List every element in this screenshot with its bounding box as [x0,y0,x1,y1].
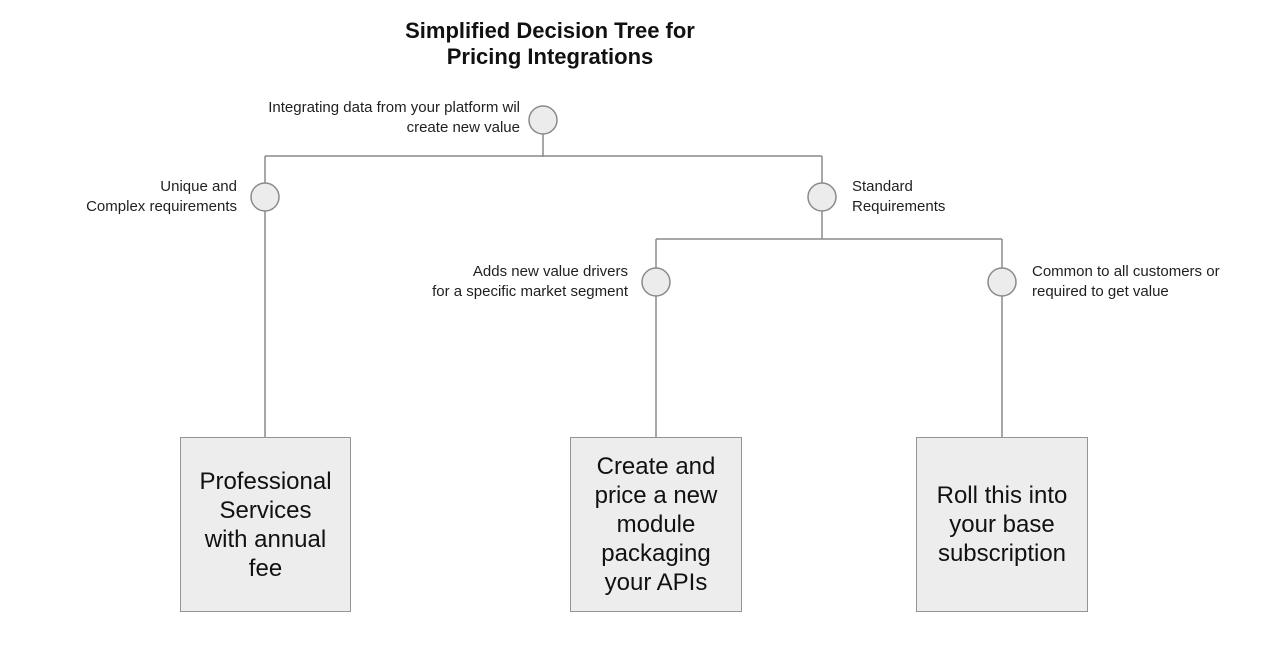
outcome-box-base-subscription: Roll this into your base subscription [916,437,1088,612]
node-label-unique-complex: Unique and Complex requirements [86,178,237,215]
node-circle-new-value-drivers [641,267,671,297]
node-circle-standard [807,182,837,212]
outcome-box-new-module: Create and price a new module packaging … [570,437,742,612]
node-label-standard: Standard Requirements [852,178,946,215]
node-label-common-all: Common to all customers or required to g… [1032,263,1220,300]
outcome-box-professional-services: Professional Services with annual fee [180,437,351,612]
node-label-new-value-drivers: Adds new value drivers for a specific ma… [432,263,628,300]
node-circle-common-all [987,267,1017,297]
outcome-label-base-subscription: Roll this into your base subscription [936,482,1068,567]
node-label-root: Integrating data from your platform wil … [268,99,520,136]
outcome-label-professional-services: Professional Services with annual fee [199,467,332,582]
node-circle-root [528,105,558,135]
node-circle-unique-complex [250,182,280,212]
outcome-label-new-module: Create and price a new module packaging … [594,453,718,596]
diagram-title: Simplified Decision Tree for Pricing Int… [405,18,695,69]
